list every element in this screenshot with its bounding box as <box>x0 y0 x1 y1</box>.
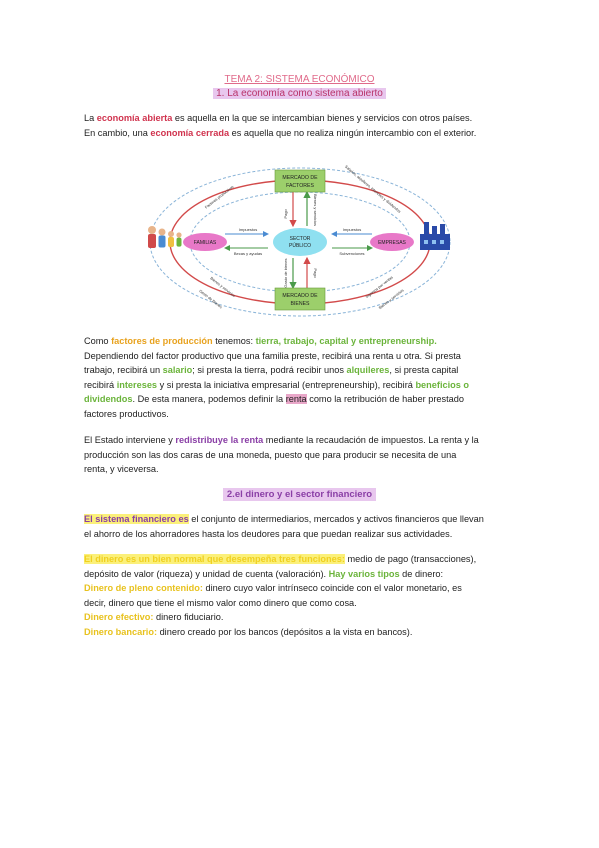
term-tipos-dinero: Hay varios tipos <box>328 568 400 579</box>
sector-publico-node <box>273 228 327 256</box>
term-dividendos: dividendos <box>84 394 133 405</box>
label-pago-bottom: Pago <box>313 268 318 278</box>
body-text: , si presta capital <box>389 365 459 376</box>
term-dinero-efectivo: Dinero efectivo: <box>84 612 154 623</box>
body-text: decir, dinero que tiene el mismo valor c… <box>84 597 357 608</box>
body-text: medio de pago (transacciones), <box>344 554 477 564</box>
body-text: dinero cuyo valor intrínseco coincide co… <box>202 583 462 594</box>
label-impuestos-right: Impuestos <box>343 227 361 232</box>
empresas-label: EMPRESAS <box>378 240 406 246</box>
empresas-node <box>370 233 414 251</box>
section-2-heading-text: 2.el dinero y el sector financiero <box>222 488 377 501</box>
label-bienes-right: Bienes y servicios <box>378 288 404 310</box>
body-text: mediante la recaudación de impuestos. La… <box>263 435 479 445</box>
body-text: recibirá <box>84 379 117 390</box>
label-becas: Becas y ayudas <box>234 251 262 256</box>
factory-icon <box>420 222 450 250</box>
body-text: ; si presta la tierra, podrá recibir uno… <box>192 365 347 376</box>
section-1-heading: 1. La economía como sistema abierto <box>0 88 599 99</box>
body-text: dinero creado por los bancos (depósitos … <box>157 626 413 637</box>
body-text: Dependiendo del factor productivo que un… <box>84 350 461 361</box>
body-text: el conjunto de intermediarios, mercados … <box>188 514 484 524</box>
family-people-icon <box>148 226 182 248</box>
body-text: de dinero: <box>399 568 444 579</box>
label-bienes-serv: Bienes y servicios <box>313 194 318 226</box>
label-pago: Pago <box>283 209 288 219</box>
label-bienes-left: Bienes y servicios <box>209 276 235 298</box>
mercado-bienes-box <box>274 287 326 311</box>
sector-publico-label: PÚBLICO <box>289 242 311 249</box>
intro-text: En cambio, una <box>84 127 151 138</box>
intro-paragraph: La economía abierta es aquella en la que… <box>84 111 524 140</box>
body-text: el ahorro de los ahorradores hasta los d… <box>84 528 453 539</box>
term-salario: salario <box>162 365 193 376</box>
term-dinero-pleno: Dinero de pleno contenido: <box>84 583 203 594</box>
mercado-factores-label: MERCADO DE <box>282 175 318 181</box>
term-intereses: intereses <box>116 379 158 390</box>
term-dinero-bancario: Dinero bancario: <box>84 626 158 637</box>
section-1-heading-text: 1. La economía como sistema abierto <box>213 88 386 99</box>
body-text: tenemos: <box>212 336 256 346</box>
term-factores-list: tierra, trabajo, capital y entrepreneurs… <box>255 336 437 346</box>
term-economia-cerrada: economía cerrada <box>150 127 230 138</box>
label-gasto: Gasto de bienes <box>283 258 288 287</box>
factores-paragraph: Como factores de producción tenemos: tie… <box>84 334 524 422</box>
familias-node <box>183 233 227 251</box>
body-text: como la retribución de haber prestado <box>306 394 464 405</box>
term-alquileres: alquileres <box>346 365 390 376</box>
dinero-paragraph: El dinero es un bien normal que desempeñ… <box>84 552 524 640</box>
estado-paragraph: El Estado interviene y redistribuye la r… <box>84 433 524 477</box>
term-redistribuye-renta: redistribuye la renta <box>175 435 264 445</box>
financiero-paragraph: El sistema financiero es el conjunto de … <box>84 512 524 541</box>
body-text: producción son las dos caras de una mone… <box>84 449 457 460</box>
mercado-bienes-label: MERCADO DE <box>282 293 318 299</box>
term-factores-produccion: factores de producción <box>111 336 213 346</box>
term-sistema-financiero: El sistema financiero es <box>84 514 189 524</box>
page-title: TEMA 2: SISTEMA ECONÓMICO <box>224 74 375 85</box>
label-salarios: Salarios, alquileres, intereses y divide… <box>344 165 402 214</box>
body-text: depósito de valor (riqueza) y unidad de … <box>84 568 329 579</box>
sector-publico-label: SECTOR <box>290 236 311 242</box>
section-2-heading: 2.el dinero y el sector financiero <box>0 488 599 501</box>
mercado-bienes-label: BIENES <box>290 301 310 307</box>
mercado-factores-box <box>274 169 326 193</box>
body-text: factores productivos. <box>84 408 169 419</box>
body-text: renta, y viceversa. <box>84 464 159 475</box>
term-renta: renta <box>285 394 307 405</box>
body-text: y si presta la iniciativa empresarial (e… <box>157 379 416 390</box>
label-subvenciones: Subvenciones <box>339 251 364 256</box>
body-text: Como <box>84 336 112 346</box>
body-text: dinero fiduciario. <box>153 612 224 623</box>
circular-flow-diagram: MERCADO DE FACTORES MERCADO DE BIENES FAMI… <box>148 165 451 317</box>
intro-text: es aquella en la que se intercambian bie… <box>172 113 473 123</box>
term-beneficios: beneficios o <box>415 379 470 390</box>
body-text: trabajo, recibirá un <box>84 365 163 376</box>
label-gasto-left: Gasto de Bienes <box>198 289 223 309</box>
familias-label: FAMILIAS <box>194 240 217 246</box>
label-impuestos-left: Impuestos <box>239 227 257 232</box>
term-economia-abierta: economía abierta <box>96 113 173 123</box>
intro-text: es aquella que no realiza ningún interca… <box>229 127 477 138</box>
term-dinero-funciones: El dinero es un bien normal que desempeñ… <box>84 554 345 564</box>
body-text: . De esta manera, podemos definir la <box>132 394 286 405</box>
body-text: El Estado interviene y <box>84 435 176 445</box>
intro-text: La <box>84 113 97 123</box>
mercado-factores-label: FACTORES <box>286 183 314 189</box>
